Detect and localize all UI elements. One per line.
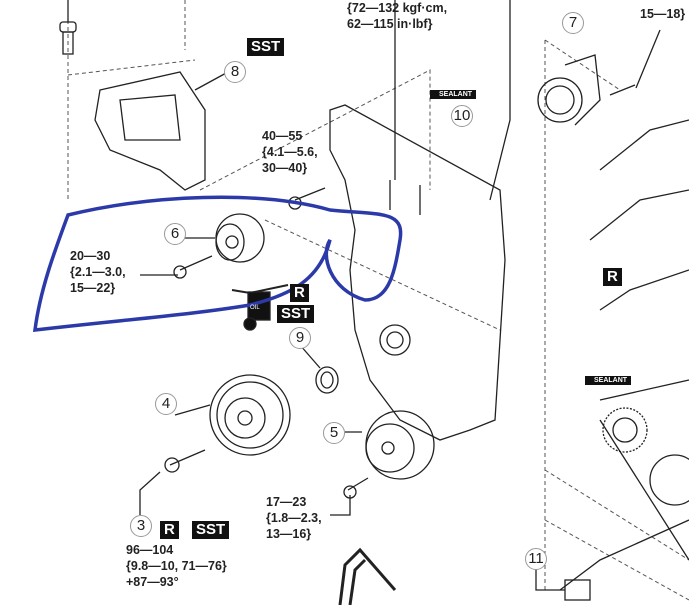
callout-10: 10: [451, 105, 473, 127]
oil-can-icon: [231, 284, 289, 331]
sst-badge: SST: [192, 521, 230, 539]
callout-7: 7: [562, 12, 584, 34]
oil-seal: [315, 366, 339, 394]
idler-pulley-lower: [365, 410, 435, 480]
callout-6: 6: [164, 223, 186, 245]
timing-chain: [338, 547, 397, 605]
r-badge: R: [603, 268, 622, 286]
callout-4: 4: [155, 393, 177, 415]
sealant-tube-icon: SEALANT: [585, 376, 632, 385]
callout-11: 11: [525, 548, 547, 570]
torque-spec-top-right: 15—18}: [640, 7, 686, 21]
r-badge: R: [160, 521, 179, 539]
torque-spec-96-104: 96—104 {9.8—10, 71—76} +87—93°: [126, 543, 227, 589]
sst-badge: SST: [277, 305, 315, 323]
idler-pulley: [215, 213, 265, 263]
tensioner-pulley: [537, 54, 601, 126]
oil-label: OIL: [250, 305, 260, 311]
r-badge: R: [290, 284, 309, 302]
hand-drawn-circle: [32, 195, 403, 332]
sealant-tube-icon: SEALANT: [430, 90, 477, 99]
front-cover: [329, 104, 506, 441]
callout-9: 9: [289, 327, 311, 349]
callout-3: 3: [130, 515, 152, 537]
crank-pulley: [209, 374, 291, 456]
torque-spec-top-center: {72—132 kgf·cm, 62—115 in·lbf}: [347, 1, 448, 31]
bolt-top-left: [59, 0, 77, 55]
sst-badge: SST: [247, 38, 285, 56]
callout-5: 5: [323, 422, 345, 444]
torque-spec-17-23: 17—23 {1.8—2.3, 13—16}: [266, 495, 322, 541]
torque-spec-40-55: 40—55 {4.1—5.6, 30—40}: [262, 129, 318, 175]
callout-8: 8: [224, 61, 246, 83]
torque-spec-20-30: 20—30 {2.1—3.0, 15—22}: [70, 249, 126, 295]
engine-mount: [94, 71, 206, 191]
engine-block: [559, 119, 689, 591]
